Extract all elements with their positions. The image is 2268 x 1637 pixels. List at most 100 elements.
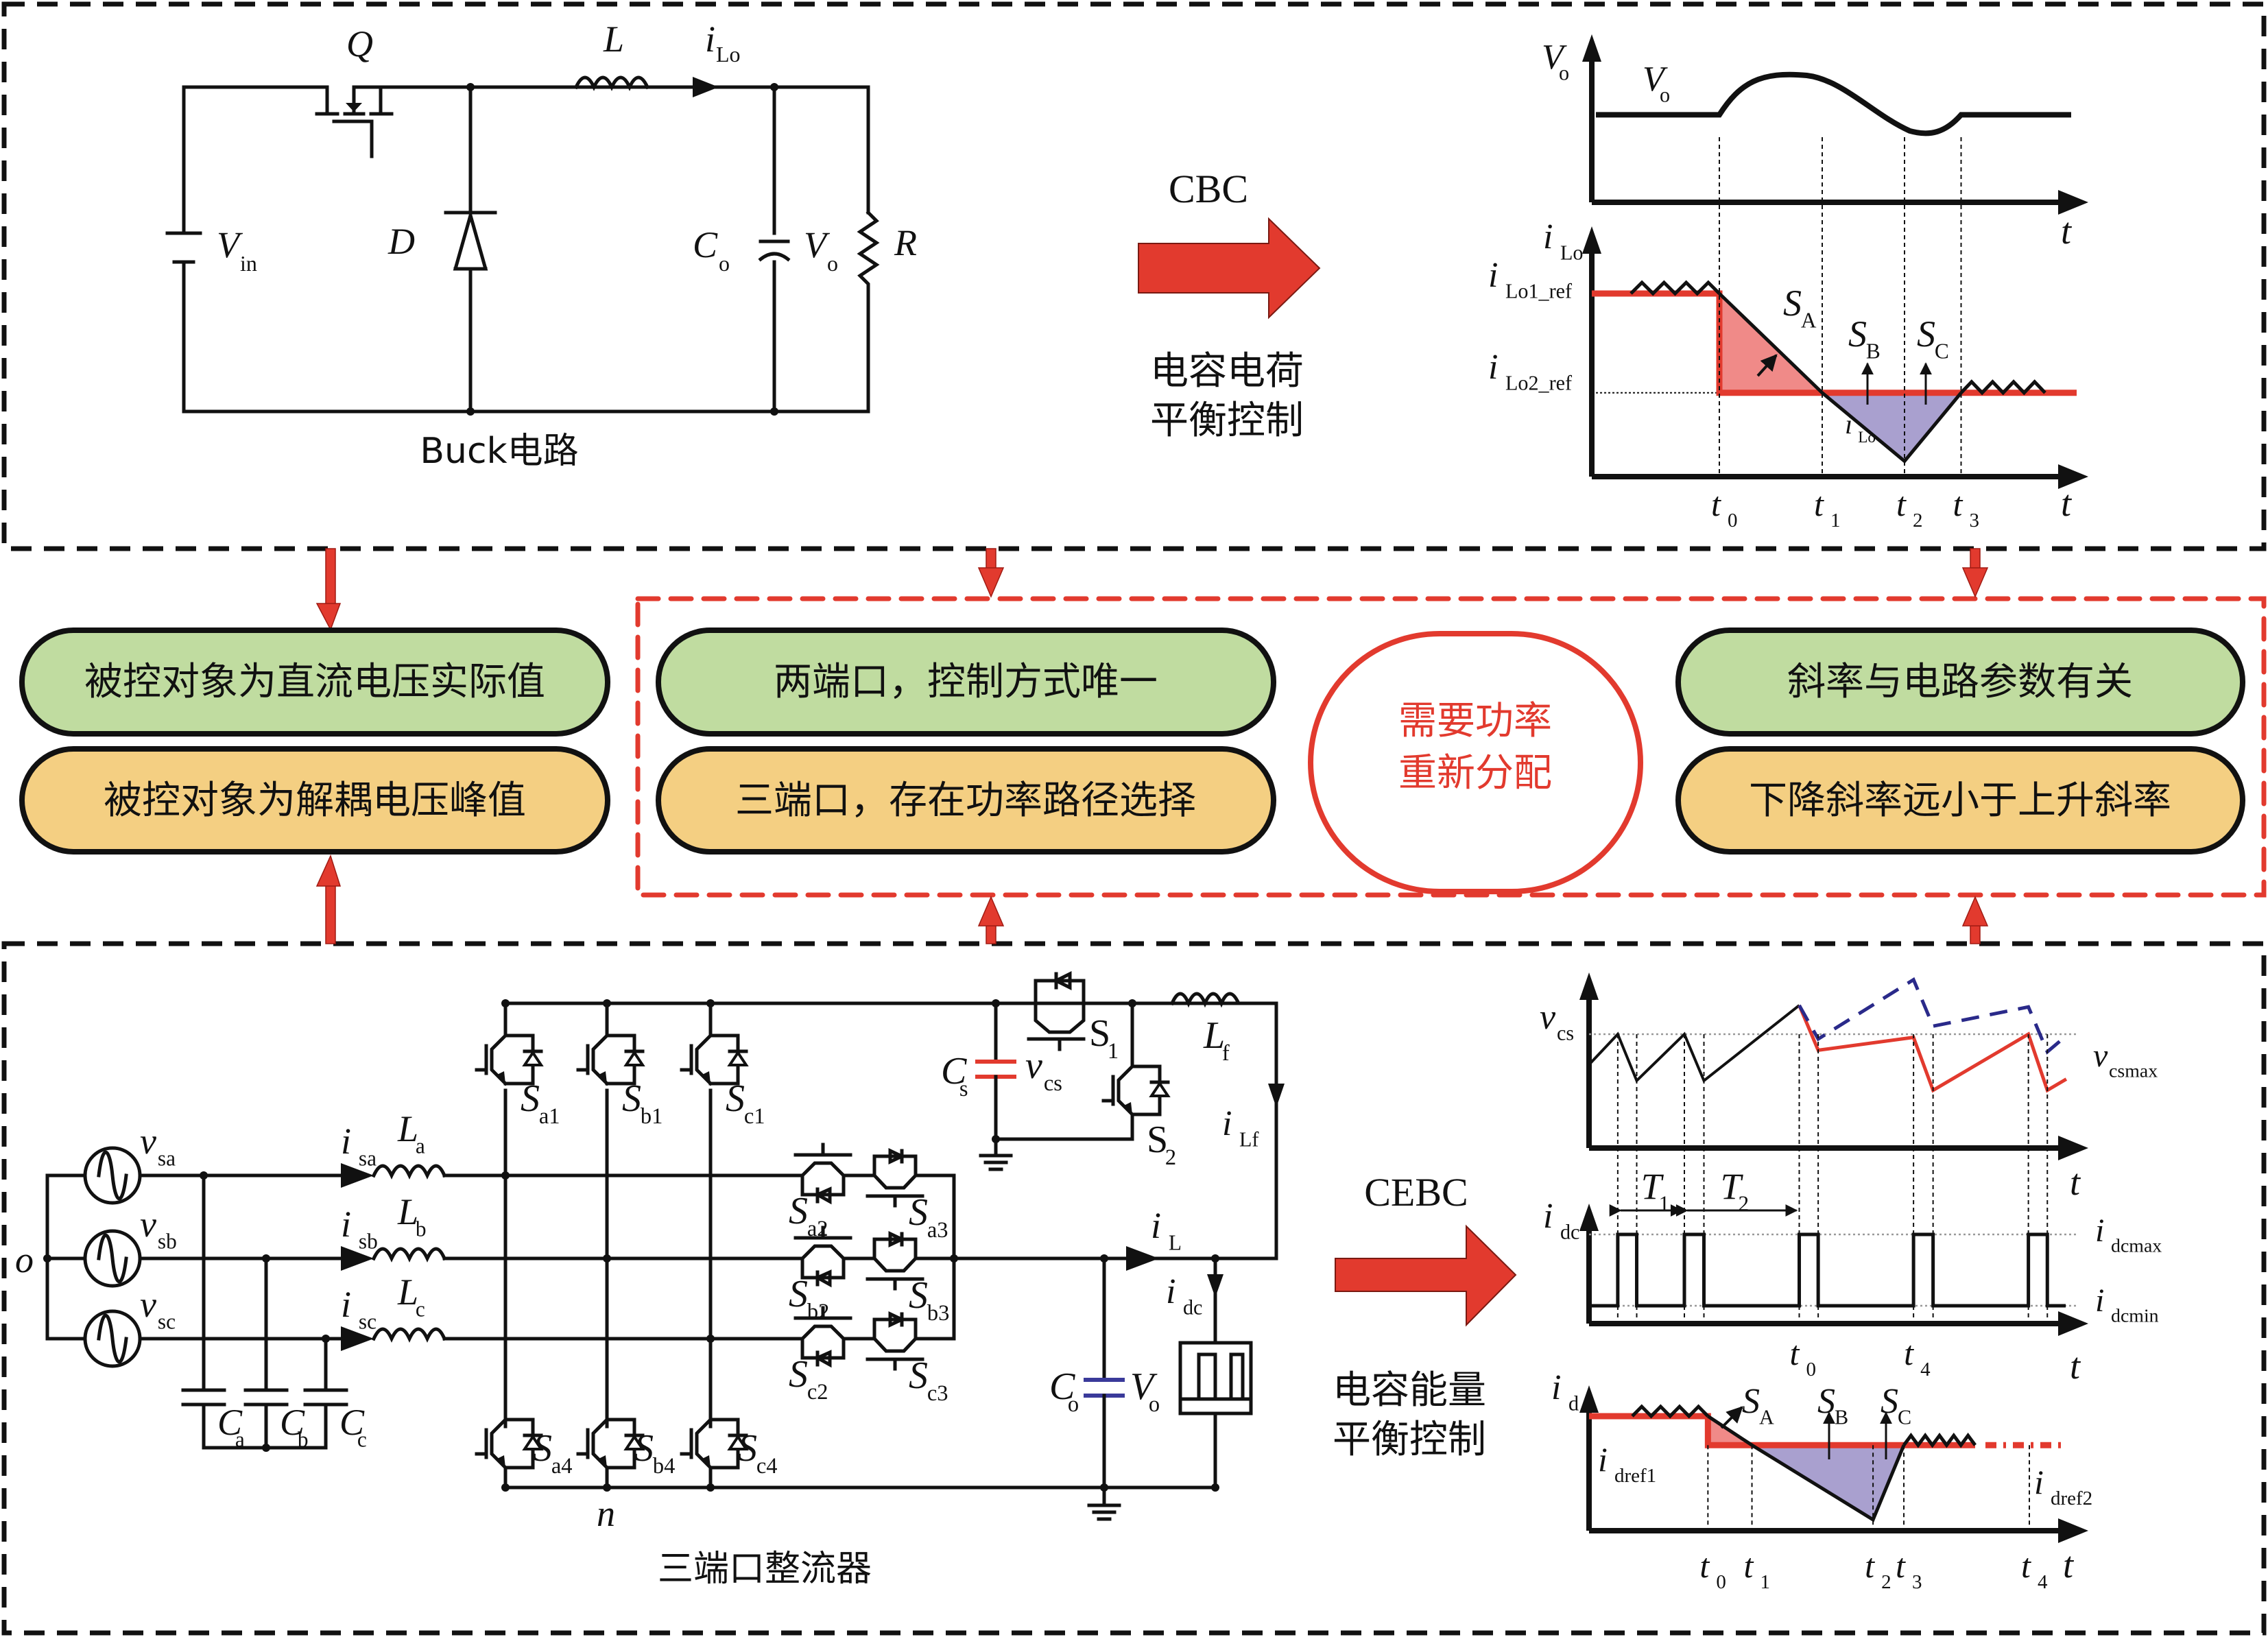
junction-node	[1211, 1483, 1219, 1492]
arrow-bottom-left-up	[315, 854, 342, 944]
idcmin-label-sub: dcmin	[2111, 1305, 2159, 1326]
ilo-tick-2: t	[1896, 485, 1907, 523]
label-il: i	[1151, 1205, 1161, 1246]
label-sa-sub: sa	[158, 1146, 176, 1170]
label-isa: i	[341, 1121, 351, 1162]
arrow-top-left-down	[315, 548, 342, 631]
id-tick-4-sub: 4	[2038, 1571, 2048, 1593]
phase-inductor-icon	[371, 1327, 447, 1343]
sa-arrow-icon	[1756, 354, 1778, 377]
buck-circuit: Q L i Lo V in D C o V o R Buck电路	[165, 19, 917, 472]
capacitor-co-icon	[1084, 1378, 1125, 1398]
ilo-tick-0: t	[1711, 485, 1721, 523]
pill-left-top: 被控对象为直流电压实际值	[19, 628, 610, 737]
buck-circuit-title: Buck电路	[420, 431, 578, 472]
il-arrow-icon	[1126, 1246, 1159, 1271]
middle-row: 被控对象为直流电压实际值 被控对象为解耦电压峰值 两端口，控制方式唯一 三端口，…	[19, 628, 2245, 894]
label-La-sub: a	[416, 1134, 425, 1158]
ilo-sc-label-sub: C	[1935, 339, 1949, 363]
label-b1-sub: b1	[641, 1104, 663, 1129]
inductor-l-icon	[573, 75, 650, 91]
t1-label: T	[1641, 1166, 1664, 1207]
label-c3-sub: c3	[927, 1381, 948, 1406]
idcmin-label: i	[2095, 1282, 2104, 1319]
vcs-trace-black	[1588, 1004, 1800, 1084]
label-Cb: C	[280, 1402, 305, 1443]
vcsmax-label-sub: csmax	[2109, 1060, 2158, 1082]
idc-arrow-icon	[1207, 1274, 1223, 1298]
label-La: L	[397, 1108, 418, 1149]
label-b2-sub: b2	[807, 1300, 829, 1324]
id-tick-3-sub: 3	[1912, 1571, 1922, 1593]
pill-left-top-text: 被控对象为直流电压实际值	[84, 660, 545, 704]
label-sb-sub: sb	[158, 1229, 177, 1253]
label-sc: v	[140, 1284, 156, 1325]
label-b3-sub: b3	[927, 1301, 949, 1326]
vcs-trace-blue-dashed	[1798, 977, 2068, 1055]
upper-switch-0-icon	[475, 1033, 544, 1086]
vo-x-arrow-icon	[2058, 190, 2088, 215]
ilo-sb-label-sub: B	[1866, 339, 1881, 363]
idc-tick-t4: t	[1904, 1334, 1914, 1372]
ilo-tick-2-sub: 2	[1913, 510, 1923, 531]
label-d: D	[387, 221, 415, 262]
label-a4-sub: a4	[551, 1454, 573, 1479]
id-tick-1-sub: 1	[1760, 1571, 1771, 1593]
label-c4: S	[738, 1427, 757, 1470]
upper-switch-2-icon	[680, 1033, 749, 1086]
label-b3: S	[909, 1274, 928, 1317]
label-vcs: v	[1025, 1044, 1042, 1087]
ilo-t-label: t	[2061, 483, 2073, 524]
label-idc: i	[1166, 1272, 1175, 1311]
id-sa-label: S	[1742, 1382, 1760, 1421]
arrow-top-right-down	[1961, 548, 1989, 598]
label-b2: S	[789, 1273, 808, 1315]
vo-axis-label: V	[1542, 38, 1567, 77]
cebc-arrow-icon	[1335, 1224, 1517, 1327]
ilo-ripple-after	[1959, 379, 2046, 396]
vo-series-label-sub: o	[1660, 84, 1670, 107]
id-sb-label: S	[1817, 1382, 1835, 1421]
idc-y-arrow-icon	[1579, 1204, 1599, 1231]
s1-gate-icon	[1027, 1037, 1086, 1051]
label-il-sub: L	[1169, 1230, 1182, 1254]
cebc-desc-line2: 平衡控制	[1333, 1418, 1486, 1462]
id-axis-label-sub: d	[1568, 1392, 1579, 1415]
id-y-arrow-icon	[1579, 1385, 1599, 1413]
ilo-ripple-before	[1630, 280, 1721, 296]
rectifier-title: 三端口整流器	[658, 1549, 872, 1590]
junction-node	[603, 1254, 611, 1263]
idref2-label-sub: dref2	[2051, 1487, 2092, 1509]
label-isb: i	[341, 1204, 351, 1245]
resistor-r-icon	[857, 210, 880, 290]
id-tick-2-sub: 2	[1881, 1571, 1891, 1593]
idref1-label: i	[1598, 1440, 1608, 1479]
phase-inductor-icon	[371, 1247, 447, 1263]
pill-center-bottom-text: 三端口，存在功率路径选择	[735, 778, 1196, 823]
id-area-sb-sc	[1752, 1445, 1905, 1520]
pill-left-bottom: 被控对象为解耦电压峰值	[19, 746, 610, 855]
ilo1-ref-label: i	[1488, 256, 1498, 295]
id-sc-label: S	[1881, 1382, 1898, 1421]
sine-icon	[97, 1150, 128, 1201]
id-t-label: t	[2063, 1544, 2075, 1586]
upper-switch-1-icon	[576, 1033, 645, 1086]
pill-center-top-text: 两端口，控制方式唯一	[774, 660, 1158, 704]
vcs-y-arrow-icon	[1579, 972, 1599, 1000]
vcs-x-arrow-icon	[2058, 1136, 2088, 1160]
label-vin-sub: in	[240, 251, 257, 276]
cebc-desc-line1: 电容能量	[1333, 1368, 1486, 1413]
idc-tick-t0-sub: 0	[1806, 1359, 1817, 1381]
label-cs-sub: s	[959, 1077, 968, 1101]
id-tick-0-sub: 0	[1716, 1571, 1726, 1593]
id-ref-line	[1589, 1413, 1975, 1448]
label-a4: S	[533, 1427, 552, 1470]
vo-series-label: V	[1643, 60, 1668, 99]
label-vo-sub: o	[1149, 1392, 1160, 1417]
bottom-panel-frame	[1, 941, 2267, 1636]
ilo-sa-label: S	[1783, 283, 1802, 324]
